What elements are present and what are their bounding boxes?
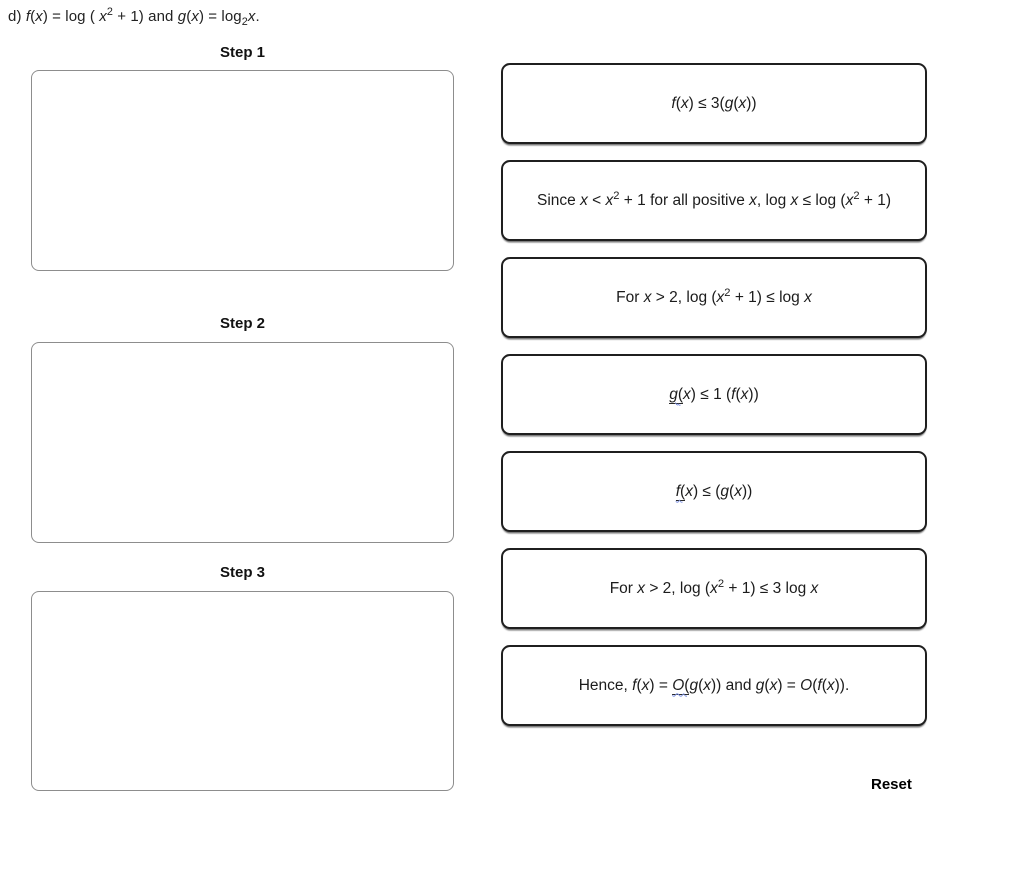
answer-card-1[interactable]: f(x) ≤ 3(g(x)) [501, 63, 927, 144]
answer-card-3-text: For x > 2, log (x2 + 1) ≤ log x [616, 286, 812, 306]
step-1-label: Step 1 [219, 44, 265, 61]
dropzone-step-1[interactable] [31, 70, 454, 271]
dropzone-step-2[interactable] [31, 342, 454, 543]
problem-statement: d) f(x) = log ( x2 + 1) and g(x) = log2x… [8, 6, 260, 28]
answer-card-7[interactable]: Hence, f(x) = O(g(x)) and g(x) = O(f(x))… [501, 645, 927, 726]
answer-card-5[interactable]: f(x) ≤ (g(x)) [501, 451, 927, 532]
answer-card-1-text: f(x) ≤ 3(g(x)) [671, 94, 757, 112]
answer-card-6[interactable]: For x > 2, log (x2 + 1) ≤ 3 log x [501, 548, 927, 629]
answer-card-4[interactable]: g(x) ≤ 1 (f(x)) [501, 354, 927, 435]
answer-card-6-text: For x > 2, log (x2 + 1) ≤ 3 log x [609, 577, 819, 597]
answer-card-2[interactable]: Since x < x2 + 1 for all positive x, log… [501, 160, 927, 241]
answer-card-3[interactable]: For x > 2, log (x2 + 1) ≤ log x [501, 257, 927, 338]
step-2-label: Step 2 [219, 315, 265, 332]
step-3-label: Step 3 [219, 564, 265, 581]
answer-card-5-text: f(x) ≤ (g(x)) [675, 482, 753, 501]
answer-card-4-text: g(x) ≤ 1 (f(x)) [669, 385, 759, 404]
answer-card-2-text: Since x < x2 + 1 for all positive x, log… [537, 189, 891, 209]
dropzone-step-3[interactable] [31, 591, 454, 791]
reset-button[interactable]: Reset [871, 776, 912, 793]
answer-card-7-text: Hence, f(x) = O(g(x)) and g(x) = O(f(x))… [578, 676, 850, 695]
